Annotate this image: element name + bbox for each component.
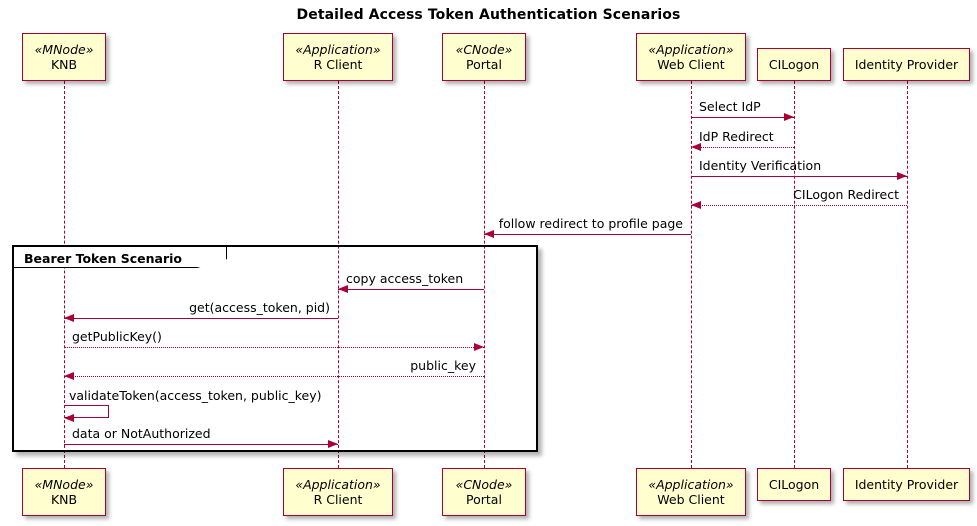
- message-label-m6: copy access_token: [346, 271, 464, 286]
- participant-stereotype: «Application»: [648, 476, 734, 492]
- participant-name: CILogon: [768, 476, 820, 492]
- fragment-label: Bearer Token Scenario: [24, 251, 183, 266]
- lifeline-rclient: [338, 81, 339, 468]
- participant-idp-top[interactable]: Identity Provider: [843, 48, 970, 81]
- participant-webclient-bottom[interactable]: «Application»Web Client: [636, 468, 746, 516]
- arrowhead-m3: [897, 172, 907, 180]
- message-label-m9: public_key: [410, 358, 476, 373]
- message-label-m10: validateToken(access_token, public_key): [69, 388, 322, 403]
- arrowhead-m9: [64, 372, 74, 380]
- message-label-m4: CILogon Redirect: [793, 187, 899, 202]
- arrowhead-m1: [784, 113, 794, 121]
- message-line-m8: [64, 347, 484, 348]
- participant-name: Identity Provider: [854, 56, 959, 72]
- participant-name: Web Client: [657, 56, 725, 72]
- participant-cilogon-top[interactable]: CILogon: [757, 48, 831, 81]
- participant-webclient-top[interactable]: «Application»Web Client: [636, 33, 746, 81]
- participant-stereotype: «Application»: [295, 41, 381, 57]
- message-label-m7: get(access_token, pid): [189, 300, 330, 315]
- message-line-m3: [691, 176, 907, 177]
- lifeline-knb: [64, 81, 65, 468]
- arrowhead-m8: [474, 343, 484, 351]
- participant-name: Portal: [466, 56, 502, 72]
- participant-rclient-top[interactable]: «Application»R Client: [283, 33, 393, 81]
- participant-knb-bottom[interactable]: «MNode»KNB: [22, 468, 106, 516]
- arrowhead-m6: [338, 285, 348, 293]
- participant-name: Web Client: [657, 491, 725, 507]
- diagram-title: Detailed Access Token Authentication Sce…: [296, 7, 681, 23]
- lifeline-cilogon: [794, 81, 795, 468]
- message-label-m1: Select IdP: [699, 99, 761, 114]
- participant-name: R Client: [313, 491, 363, 507]
- participant-name: KNB: [50, 56, 78, 72]
- arrowhead-m4: [691, 201, 701, 209]
- participant-idp-bottom[interactable]: Identity Provider: [843, 468, 970, 501]
- fragment-tab: [14, 247, 227, 268]
- self-message-m10: [64, 405, 109, 418]
- arrowhead-m5: [484, 230, 494, 238]
- arrowhead-m10: [64, 413, 74, 422]
- participant-stereotype: «Application»: [648, 41, 734, 57]
- participant-stereotype: «Application»: [295, 476, 381, 492]
- arrowhead-m2: [691, 143, 701, 151]
- lifeline-idp: [907, 81, 908, 468]
- participant-name: Portal: [466, 491, 502, 507]
- participant-name: R Client: [313, 56, 363, 72]
- message-label-m5: follow redirect to profile page: [498, 216, 683, 231]
- participant-stereotype: «CNode»: [455, 476, 513, 492]
- participant-stereotype: «MNode»: [34, 41, 94, 57]
- lifeline-portal: [484, 81, 485, 468]
- lifeline-webclient: [691, 81, 692, 468]
- message-line-m5: [484, 234, 691, 235]
- message-line-m4: [691, 205, 907, 206]
- participant-knb-top[interactable]: «MNode»KNB: [22, 33, 106, 81]
- message-label-m11: data or NotAuthorized: [72, 426, 211, 441]
- message-line-m2: [691, 147, 794, 148]
- participant-name: Identity Provider: [854, 476, 959, 492]
- message-line-m11: [64, 444, 338, 445]
- message-label-m8: getPublicKey(): [72, 329, 162, 344]
- arrowhead-m11: [328, 440, 338, 448]
- participant-cilogon-bottom[interactable]: CILogon: [757, 468, 831, 501]
- message-line-m9: [64, 376, 484, 377]
- message-line-m7: [64, 318, 338, 319]
- message-label-m2: IdP Redirect: [699, 129, 774, 144]
- participant-name: KNB: [50, 491, 78, 507]
- message-line-m1: [691, 117, 794, 118]
- participant-stereotype: «MNode»: [34, 476, 94, 492]
- participant-portal-bottom[interactable]: «CNode»Portal: [442, 468, 526, 516]
- participant-portal-top[interactable]: «CNode»Portal: [442, 33, 526, 81]
- message-label-m3: Identity Verification: [699, 158, 822, 173]
- arrowhead-m7: [64, 314, 74, 322]
- participant-stereotype: «CNode»: [455, 41, 513, 57]
- participant-name: CILogon: [768, 56, 820, 72]
- fragment-box: [12, 245, 538, 452]
- message-line-m6: [338, 289, 484, 290]
- participant-rclient-bottom[interactable]: «Application»R Client: [283, 468, 393, 516]
